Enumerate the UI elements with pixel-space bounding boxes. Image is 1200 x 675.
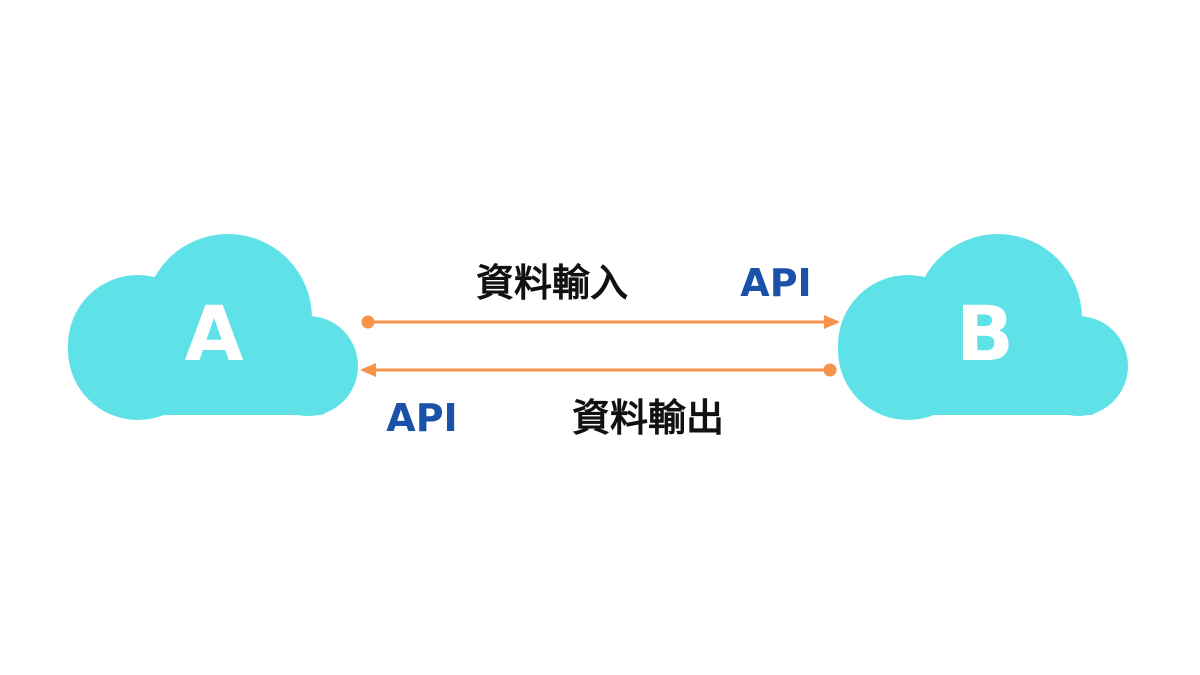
arrow-b-to-a-head-icon xyxy=(360,363,376,377)
arrow-b-to-a xyxy=(360,363,837,377)
arrow-a-to-b xyxy=(361,315,840,329)
label-api-top: API xyxy=(740,261,811,305)
arrow-b-to-a-start-dot xyxy=(823,363,837,377)
cloud-b: B xyxy=(838,234,1128,420)
cloud-a-shape xyxy=(68,234,358,420)
cloud-a-label: A xyxy=(185,289,244,378)
arrow-a-to-b-head-icon xyxy=(824,315,840,329)
label-api-bottom: API xyxy=(386,396,457,440)
cloud-a: A xyxy=(68,234,358,420)
cloud-b-label: B xyxy=(956,289,1014,378)
label-data-output: 資料輸出 xyxy=(572,396,724,440)
label-data-input: 資料輸入 xyxy=(476,261,628,305)
cloud-b-shape xyxy=(838,234,1128,420)
arrow-a-to-b-start-dot xyxy=(361,315,375,329)
